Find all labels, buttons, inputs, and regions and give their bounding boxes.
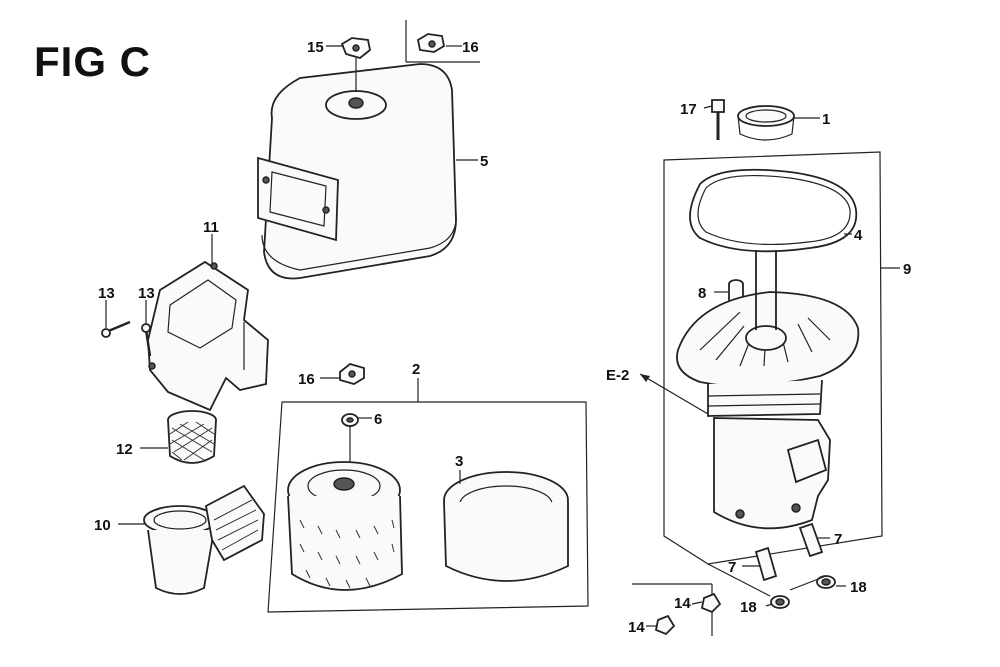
callout-18-left: 18 <box>740 599 757 616</box>
callout-17: 17 <box>680 101 697 118</box>
callout-14-left: 14 <box>628 619 645 636</box>
bracket-16-top <box>405 20 480 63</box>
callout-10: 10 <box>94 517 111 534</box>
bolt-17 <box>711 99 725 140</box>
element-box-2 <box>267 378 589 613</box>
callout-13-left: 13 <box>98 285 115 302</box>
screws-13 <box>101 320 152 357</box>
wing-nut-15 <box>340 37 371 92</box>
cup-10 <box>143 484 265 595</box>
callout-13-right: 13 <box>138 285 155 302</box>
tubes-7 <box>754 522 824 582</box>
pre-cleaner-3 <box>443 471 569 582</box>
callout-12: 12 <box>116 441 133 458</box>
duct-cover-11 <box>147 260 269 412</box>
callout-1: 1 <box>822 111 830 128</box>
screen-12 <box>167 410 217 464</box>
callout-16-top: 16 <box>462 39 479 56</box>
callout-11: 11 <box>203 219 219 236</box>
callout-8: 8 <box>698 285 706 302</box>
callout-18-right: 18 <box>850 579 867 596</box>
air-filter-element <box>287 461 403 591</box>
callout-labels: 15 16 5 11 13 13 12 10 16 2 6 3 17 1 4 9… <box>94 39 911 636</box>
callout-7-right: 7 <box>834 531 842 548</box>
callout-6: 6 <box>374 411 382 428</box>
air-cleaner-cover <box>257 63 457 280</box>
callout-15: 15 <box>307 39 324 56</box>
wing-nut-16 <box>339 363 365 385</box>
callout-5: 5 <box>480 153 488 170</box>
callout-4: 4 <box>854 227 863 244</box>
bracket-14-bottom <box>632 583 722 636</box>
callout-16-mid: 16 <box>298 371 315 388</box>
callout-9: 9 <box>903 261 911 278</box>
callout-3: 3 <box>455 453 463 470</box>
callout-14-right: 14 <box>674 595 691 612</box>
leader-lines <box>105 45 852 627</box>
gasket-4 <box>689 168 858 253</box>
figure-title: FIG C <box>34 38 151 85</box>
callout-2: 2 <box>412 361 420 378</box>
callout-7-left: 7 <box>728 559 736 576</box>
washers-18 <box>707 563 836 609</box>
ref-e2: E-2 <box>606 367 629 384</box>
case-box-9 <box>663 151 900 565</box>
air-cleaner-case <box>676 250 860 530</box>
ring-1 <box>737 105 795 141</box>
